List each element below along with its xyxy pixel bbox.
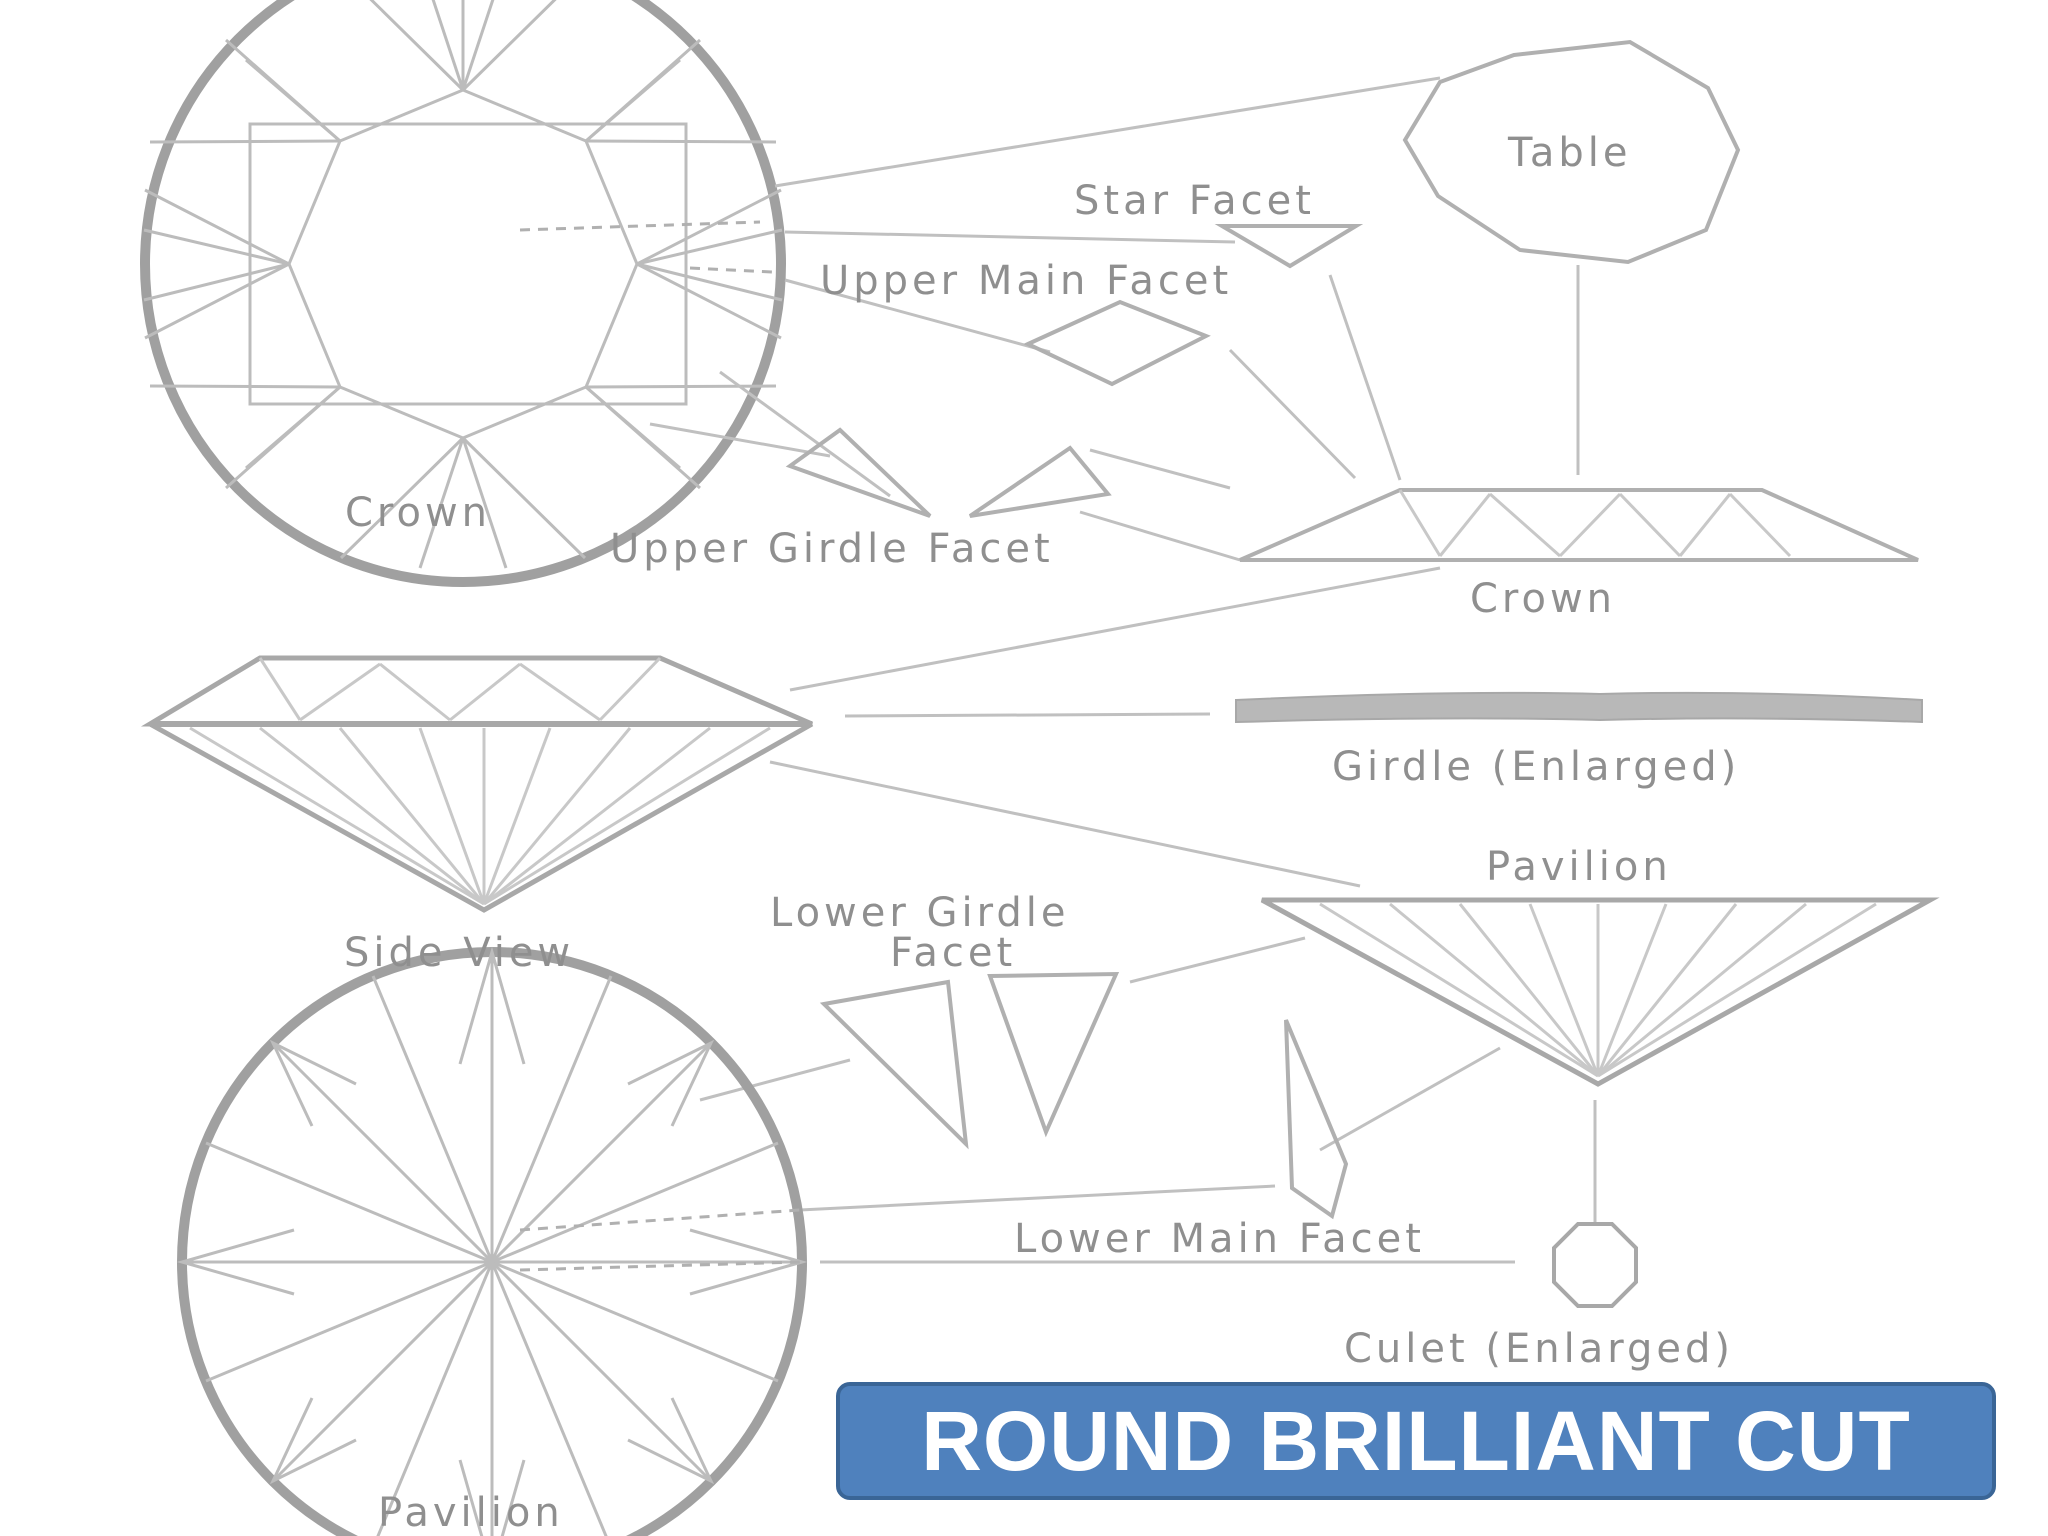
- table-facet-shape: [1402, 39, 1741, 265]
- label-girdle-enlarged: Girdle (Enlarged): [1332, 744, 1740, 790]
- label-lower-girdle-facet-line1: Lower Girdle: [770, 890, 1070, 936]
- label-star-facet: Star Facet: [1074, 178, 1315, 224]
- lower-girdle-facet-shape-1: [819, 979, 969, 1150]
- label-lower-girdle-facet-line2: Facet: [890, 930, 1016, 976]
- label-crown-side: Crown: [1470, 576, 1616, 622]
- label-pavilion-side: Pavilion: [1486, 844, 1672, 890]
- label-pavilion-bottom: Pavilion: [378, 1490, 564, 1536]
- star-facet-shape: [1214, 224, 1364, 269]
- label-crown-top: Crown: [345, 490, 491, 536]
- crown-dashed-marker: [519, 220, 761, 232]
- crown-side-profile: [1239, 488, 1919, 562]
- lower-girdle-facet-shape-2: [987, 971, 1120, 1138]
- upper-main-facet-shape: [1023, 299, 1211, 387]
- pavilion-dashed-marker: [519, 1208, 801, 1232]
- upper-girdle-facet-shape-1: [785, 427, 932, 518]
- girdle-enlarged-band: [1235, 691, 1923, 724]
- label-upper-main-facet: Upper Main Facet: [820, 258, 1232, 304]
- lower-main-facet-shape: [1284, 1019, 1349, 1220]
- label-culet-enlarged: Culet (Enlarged): [1344, 1326, 1734, 1372]
- labels: Crown Table Star Facet Upper Main Facet …: [344, 130, 1740, 1536]
- leader-lines: [649, 76, 1597, 1264]
- label-table: Table: [1507, 130, 1631, 176]
- crown-facet-lines: [143, 0, 783, 569]
- crown-dashed-marker-2: [689, 266, 773, 274]
- culet-enlarged-shape: [1552, 1222, 1638, 1308]
- title-banner: ROUND BRILLIANT CUT: [836, 1382, 1996, 1500]
- label-lower-main-facet: Lower Main Facet: [1014, 1216, 1425, 1262]
- pavilion-facet-lines: [176, 946, 808, 1536]
- upper-girdle-facet-shape-2: [968, 445, 1112, 518]
- pavilion-bottom-view: [176, 946, 808, 1536]
- crown-top-view: [140, 0, 786, 587]
- pavilion-side-profile: [1260, 897, 1940, 1087]
- label-upper-girdle-facet: Upper Girdle Facet: [610, 526, 1054, 572]
- side-view-diamond: [140, 655, 814, 913]
- crown-girdle-outline: [140, 0, 786, 587]
- title-text: ROUND BRILLIANT CUT: [921, 1393, 1911, 1488]
- label-side-view: Side View: [344, 930, 574, 976]
